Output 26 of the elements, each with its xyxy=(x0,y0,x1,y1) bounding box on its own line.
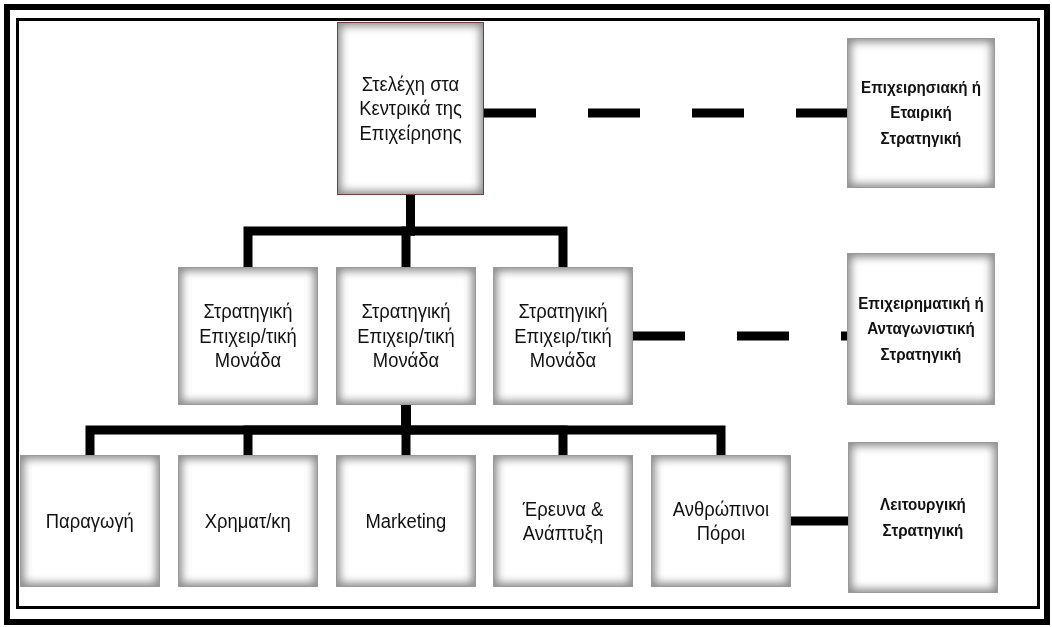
box-label: Στρατηγική Επιχειρ/τική Μονάδα xyxy=(513,299,613,373)
process-box xyxy=(848,442,998,593)
process-box xyxy=(178,267,318,405)
process-box xyxy=(178,455,318,587)
process-box xyxy=(337,22,484,195)
box-label: Επιχειρηματική ή Ανταγωνιστική Στρατηγική xyxy=(857,292,985,365)
connector-line xyxy=(791,516,848,526)
process-box xyxy=(651,455,791,587)
process-box xyxy=(493,267,633,405)
box-label: Χρηματ/κη xyxy=(205,508,291,534)
box-label: Στρατηγική Επιχειρ/τική Μονάδα xyxy=(356,299,456,373)
box-label: Marketing xyxy=(365,508,447,534)
process-box xyxy=(493,455,633,587)
process-box xyxy=(847,253,995,405)
box-label: Ανθρώπινοι Πόροι xyxy=(671,496,771,546)
box-label: Παραγωγή xyxy=(46,508,134,534)
connector-line xyxy=(401,405,726,455)
process-box xyxy=(20,455,160,587)
process-box xyxy=(336,455,476,587)
box-label: Στρατηγική Επιχειρ/τική Μονάδα xyxy=(198,299,298,373)
process-box xyxy=(336,267,476,405)
box-label: Λειτουργική Στρατηγική xyxy=(879,493,967,541)
box-label: Στελέχη στα Κεντρικά της Επιχείρησης xyxy=(358,71,463,146)
process-box xyxy=(847,38,995,188)
box-label: Επιχειρησιακή ή Εταιρική Στρατηγική xyxy=(860,76,982,149)
box-label: Έρευνα & Ανάπτυξη xyxy=(521,496,605,546)
